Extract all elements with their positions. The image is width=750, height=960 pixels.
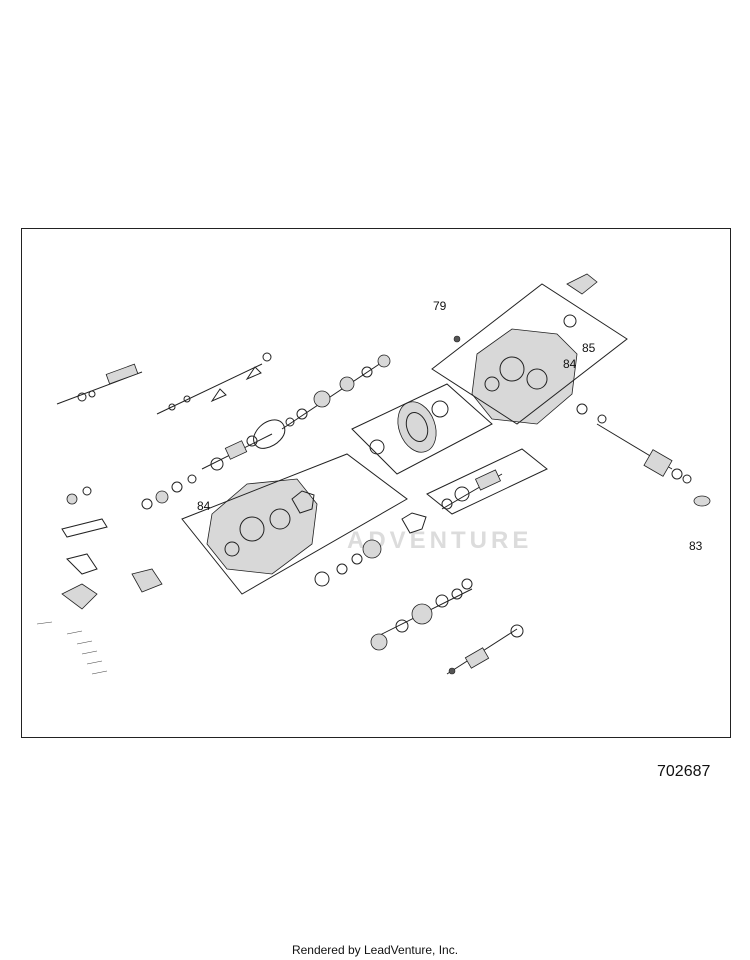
bolt-cluster (36, 621, 108, 675)
exploded-transmission-diagram (36, 273, 711, 675)
output-gear-set (401, 448, 548, 534)
left-small-parts (61, 486, 163, 610)
pinion-shaft (446, 624, 524, 675)
gear-train-lower (370, 578, 473, 651)
callout-83: 83 (689, 539, 703, 553)
case-half-right (431, 273, 628, 425)
bearing-row-left (141, 474, 197, 510)
diagram-frame: ADVENTURE (21, 228, 731, 738)
axle-shaft (576, 403, 711, 507)
gear-stack-center (314, 539, 382, 587)
callout-84-right: 84 (563, 357, 577, 371)
cover-plate (291, 490, 315, 514)
shift-shaft-assembly (56, 363, 143, 405)
footer-credit: Rendered by LeadVenture, Inc. (291, 943, 459, 957)
callout-84-left: 84 (197, 499, 211, 513)
figure-number: 702687 (657, 763, 711, 780)
shift-fork-rail (156, 352, 272, 415)
gear-row-upper (281, 354, 391, 430)
input-shaft (201, 433, 273, 471)
case-half-left (181, 453, 408, 595)
gasket-ring (253, 419, 286, 449)
plug-bolt (453, 335, 461, 343)
callout-85: 85 (582, 341, 596, 355)
ring-gear (351, 383, 493, 475)
callout-79: 79 (433, 299, 447, 313)
